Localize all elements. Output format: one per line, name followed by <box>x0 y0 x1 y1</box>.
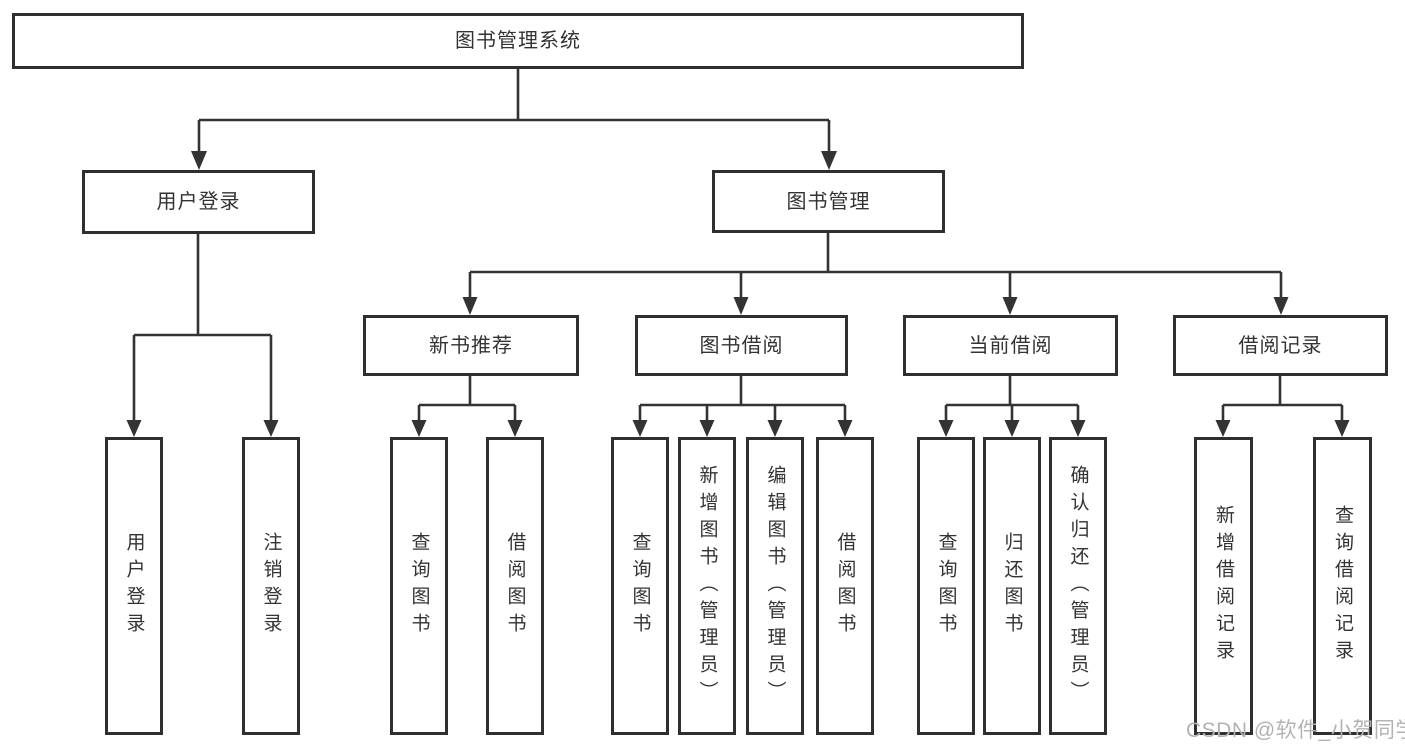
leaf-query-books: 查询图书 <box>390 437 448 735</box>
leaf-borrow-books: 借阅图书 <box>816 437 874 735</box>
leaf-user-login: 用户登录 <box>105 437 163 735</box>
node-new-book-recommend: 新书推荐 <box>363 315 579 376</box>
leaf-confirm-return-admin: 确认归还（管理员） <box>1049 437 1107 735</box>
node-book-borrowing: 图书借阅 <box>635 315 848 376</box>
leaf-query-books: 查询图书 <box>917 437 975 735</box>
node-borrowing-records: 借阅记录 <box>1173 315 1388 376</box>
csdn-watermark: CSDN @软件_小贺同学 <box>1186 719 1405 742</box>
leaf-query-books: 查询图书 <box>611 437 669 735</box>
leaf-borrow-books: 借阅图书 <box>486 437 544 735</box>
leaf-add-borrow-record: 新增借阅记录 <box>1194 437 1253 735</box>
leaf-add-books-admin: 新增图书（管理员） <box>678 437 736 735</box>
leaf-query-borrow-record: 查询借阅记录 <box>1313 437 1372 735</box>
leaf-edit-books-admin: 编辑图书（管理员） <box>746 437 804 735</box>
node-library-management-system: 图书管理系统 <box>12 13 1024 69</box>
leaf-logout: 注销登录 <box>242 437 300 735</box>
node-current-borrowing: 当前借阅 <box>903 315 1118 376</box>
node-book-management: 图书管理 <box>712 170 945 233</box>
node-user-login: 用户登录 <box>82 170 315 234</box>
leaf-return-books: 归还图书 <box>983 437 1041 735</box>
